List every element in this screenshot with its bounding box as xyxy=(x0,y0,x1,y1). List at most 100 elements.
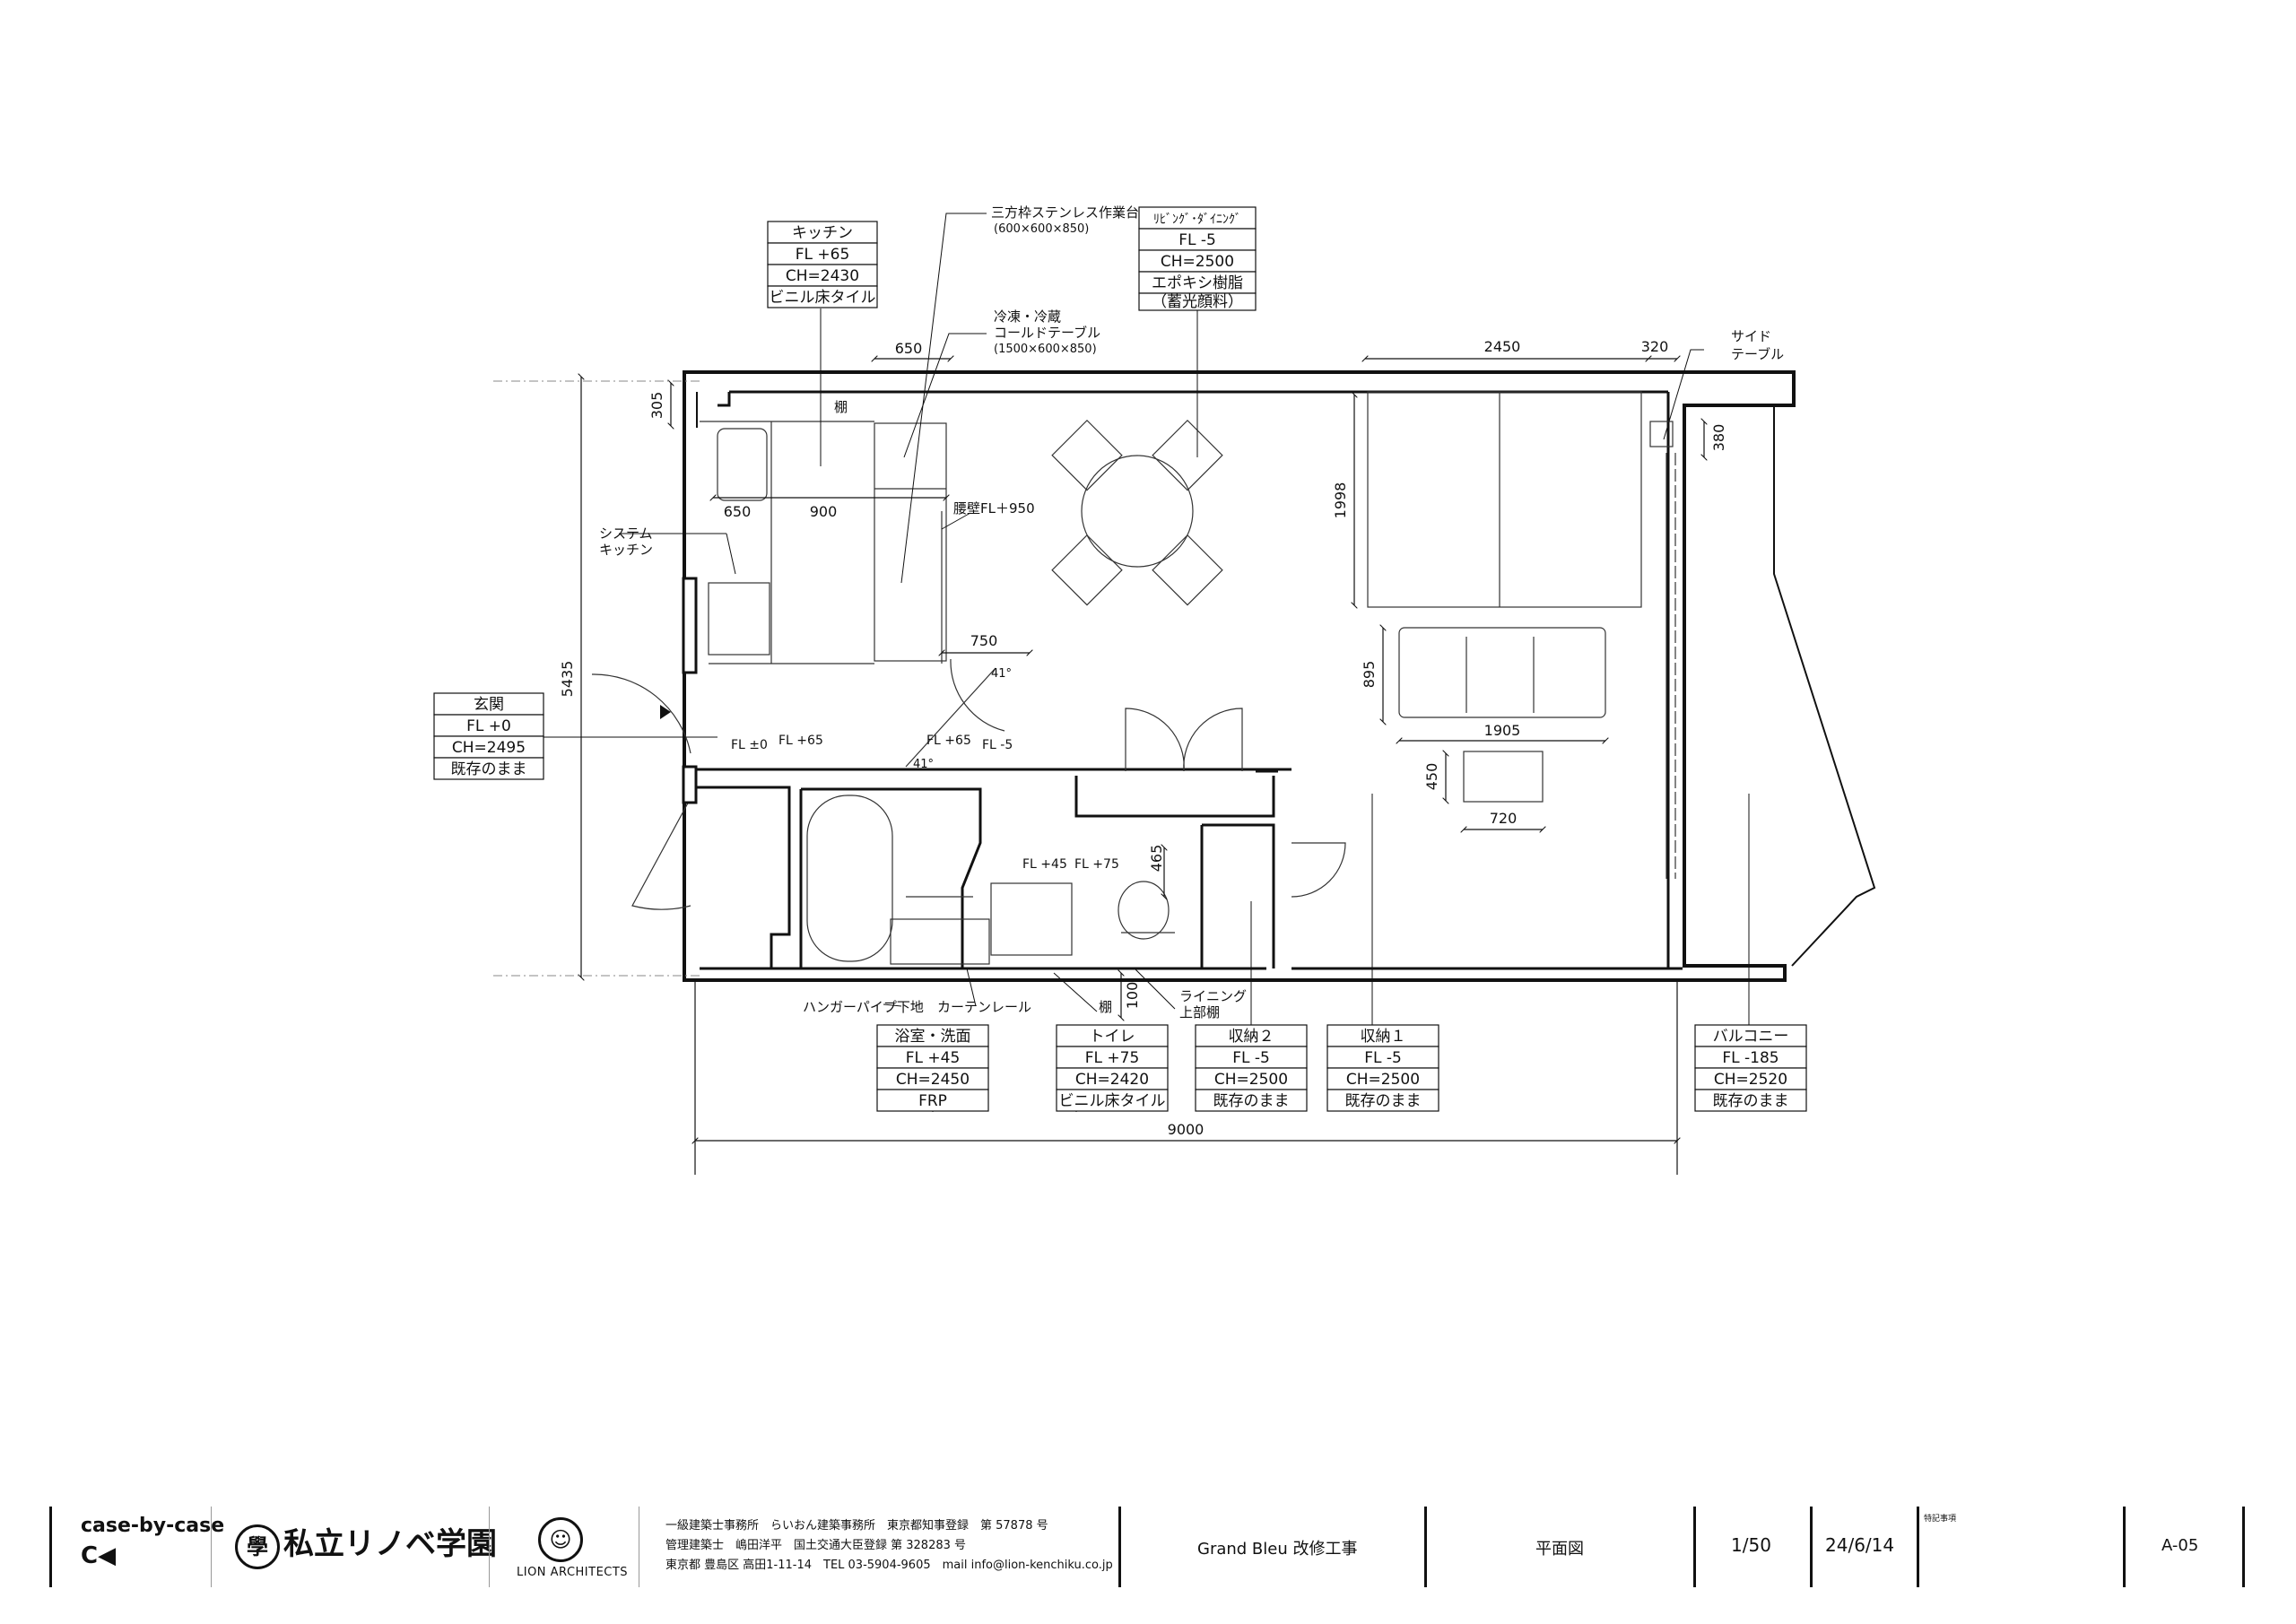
storage1-ch: CH=2500 xyxy=(1346,1071,1420,1089)
title-block-divider xyxy=(1917,1507,1919,1587)
genkan-finish: 既存のまま xyxy=(451,760,527,778)
lion-architects-logo: LION ARCHITECTS xyxy=(517,1566,629,1579)
drawing-date: 24/6/14 xyxy=(1825,1534,1895,1556)
side-table-note-1: サイド xyxy=(1731,328,1771,344)
living-ch: CH=2500 xyxy=(1161,253,1234,271)
bath-fl: FL +45 xyxy=(906,1049,961,1067)
toilet-ch: CH=2420 xyxy=(1075,1071,1149,1089)
fl-bath: FL +45 xyxy=(1022,857,1067,872)
title-block-divider xyxy=(1424,1507,1427,1587)
label-box-genkan xyxy=(433,692,544,780)
side-table-note-2: テーブル xyxy=(1731,346,1784,362)
storage1-fl: FL -5 xyxy=(1364,1049,1402,1067)
genkan-name: 玄関 xyxy=(474,696,504,714)
cold-table-note-1: 冷凍・冷蔵 xyxy=(994,308,1061,325)
title-block-divider xyxy=(2242,1507,2245,1587)
fl-living: FL -5 xyxy=(982,738,1013,752)
school-seal-icon: 學 xyxy=(235,1524,280,1569)
storage2-name: 収納２ xyxy=(1229,1028,1274,1046)
kitchen-name: キッチン xyxy=(792,224,853,242)
hanger-pipe-note: ハンガーパイプ下地 xyxy=(803,999,924,1015)
storage2-fl: FL -5 xyxy=(1232,1049,1270,1067)
lining-note-1: ライニング xyxy=(1179,988,1247,1004)
living-fl: FL -5 xyxy=(1178,231,1216,249)
storage1-name: 収納１ xyxy=(1361,1028,1406,1046)
kitchen-ch: CH=2430 xyxy=(786,267,859,285)
project-name: Grand Bleu 改修工事 xyxy=(1197,1540,1358,1559)
title-block-divider xyxy=(49,1507,52,1587)
label-box-kitchen xyxy=(767,221,878,308)
worktop-note: 三方枠ステンレス作業台 xyxy=(991,204,1139,221)
cold-table-size: (1500×600×850) xyxy=(994,343,1097,356)
title-block-divider xyxy=(1693,1507,1696,1587)
shelf-bottom-note: 棚 xyxy=(1099,999,1112,1015)
drawing-title: 平面図 xyxy=(1535,1540,1584,1559)
system-kitchen-note-1: システム xyxy=(599,525,653,542)
office-line-3: 東京都 豊島区 高田1-11-14 TEL 03-5904-9605 mail … xyxy=(665,1559,1113,1572)
interior-walls xyxy=(697,768,1292,968)
storage2-finish: 既存のまま xyxy=(1213,1092,1290,1110)
living-finish: エポキシ樹脂 xyxy=(1152,274,1243,292)
balcony-outline xyxy=(1683,405,1876,968)
dim-720: 720 xyxy=(1490,810,1518,827)
dim-750: 750 xyxy=(970,632,998,649)
dim-465: 465 xyxy=(1148,845,1165,873)
title-block-divider xyxy=(2123,1507,2126,1587)
fl-kitchen-a: FL +65 xyxy=(778,734,823,748)
dim-305: 305 xyxy=(648,392,665,420)
dim-895: 895 xyxy=(1361,661,1378,689)
living-finish-note: （蓄光顔料） xyxy=(1152,293,1243,311)
office-line-1: 一級建築士事務所 らいおん建築事務所 東京都知事登録 第 57878 号 xyxy=(665,1519,1048,1533)
dim-100: 100 xyxy=(1124,982,1141,1010)
dim-380: 380 xyxy=(1710,424,1727,452)
bath-name: 浴室・洗面 xyxy=(895,1028,971,1046)
dim-2450: 2450 xyxy=(1484,338,1521,355)
outer-walls xyxy=(683,370,1796,982)
living-name: ﾘﾋﾞﾝｸﾞ･ﾀﾞｲﾆﾝｸﾞ xyxy=(1153,213,1241,227)
label-box-toilet xyxy=(1056,1024,1169,1112)
title-block: case-by-case C◀ 學 私立リノベ学園 ☺ LION ARCHITE… xyxy=(0,1498,2296,1596)
dim-650-top: 650 xyxy=(895,340,923,357)
dim-900: 900 xyxy=(810,503,838,520)
school-logo: 私立リノベ学園 xyxy=(283,1526,497,1562)
dimension-lines xyxy=(581,359,1704,1175)
label-box-bath xyxy=(876,1024,989,1112)
fl-entrance: FL ±0 xyxy=(731,738,768,752)
genkan-fl: FL +0 xyxy=(466,717,511,735)
office-line-2: 管理建築士 嶋田洋平 国土交通大臣登録 第 328283 号 xyxy=(665,1539,967,1552)
balcony-name: バルコニー xyxy=(1713,1028,1789,1046)
genkan-ch: CH=2495 xyxy=(452,739,526,757)
dim-320: 320 xyxy=(1641,338,1669,355)
angle-label-2: 41° xyxy=(913,758,934,771)
sheet-number: A-05 xyxy=(2161,1536,2199,1555)
waist-wall-note: 腰壁FL＋950 xyxy=(953,500,1035,517)
kitchen-finish: ビニル床タイル xyxy=(770,289,876,307)
toilet-finish: ビニル床タイル xyxy=(1059,1092,1166,1110)
interior-details xyxy=(591,391,1676,965)
bath-ch: CH=2450 xyxy=(896,1071,970,1089)
kitchen-fl: FL +65 xyxy=(796,246,850,264)
dim-5435: 5435 xyxy=(559,661,576,698)
label-box-living xyxy=(1138,206,1257,311)
system-kitchen-note-2: キッチン xyxy=(599,542,653,558)
lining-note-2: 上部棚 xyxy=(1179,1004,1220,1020)
angle-label-1: 41° xyxy=(991,667,1012,681)
title-block-divider xyxy=(489,1507,490,1587)
leader-lines xyxy=(544,213,1750,1112)
lion-icon: ☺ xyxy=(538,1517,583,1562)
grid-lines xyxy=(493,380,700,977)
dim-1905: 1905 xyxy=(1484,722,1521,739)
entry-arrow-icon xyxy=(660,705,671,719)
dim-450: 450 xyxy=(1423,763,1440,791)
storage1-finish: 既存のまま xyxy=(1345,1092,1422,1110)
storage2-ch: CH=2500 xyxy=(1214,1071,1288,1089)
case-by-case-mark-icon: C◀ xyxy=(81,1542,117,1569)
title-block-divider xyxy=(1118,1507,1121,1587)
label-box-storage2 xyxy=(1195,1024,1308,1112)
note-label: 特記事項 xyxy=(1924,1515,1957,1524)
shelf-note: 棚 xyxy=(834,399,848,415)
fl-kitchen-b: FL +65 xyxy=(926,734,971,748)
toilet-fl: FL +75 xyxy=(1085,1049,1140,1067)
label-box-balcony xyxy=(1694,1024,1807,1112)
